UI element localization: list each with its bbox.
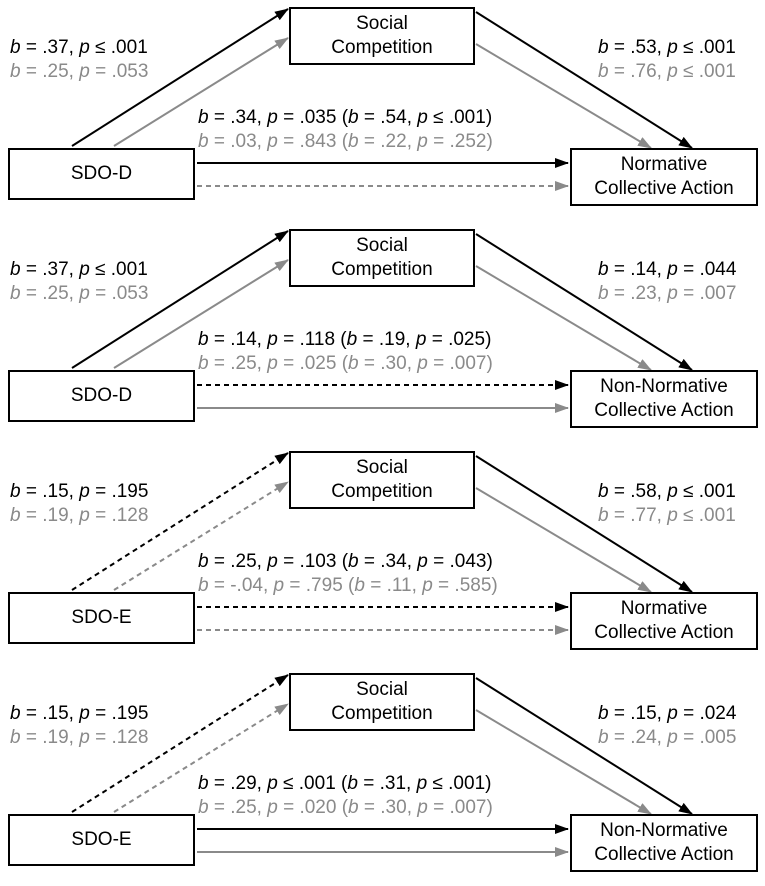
outcome-line-1: Normative (620, 154, 708, 175)
c-path-gray-label: b = .03, p = .843 (b = .22, p = .252) (198, 131, 493, 152)
b-path-black-label: b = .53, p ≤ .001 (598, 37, 736, 58)
b-path-black-arrow (475, 455, 693, 593)
predictor-label: SDO-E (71, 607, 132, 628)
predictor-box: SDO-E (8, 814, 195, 866)
path-arrows (71, 8, 693, 191)
predictor-label: SDO-E (71, 829, 132, 850)
a-path-black-arrow (71, 230, 289, 369)
path-arrows (71, 674, 693, 857)
a-path-gray-arrow (113, 259, 289, 369)
predictor-label: SDO-D (70, 385, 133, 406)
b-path-gray-arrow (475, 709, 652, 815)
c-path-gray-label: b = .25, p = .025 (b = .30, p = .007) (198, 353, 493, 374)
mediator-line-1: Social (356, 13, 408, 34)
outcome-line-1: Non-Normative (600, 820, 728, 841)
a-path-gray-arrow (113, 37, 289, 147)
b-path-gray-label: b = .76, p ≤ .001 (598, 61, 736, 82)
c-path-gray-label: b = .25, p = .020 (b = .30, p = .007) (198, 797, 493, 818)
b-path-gray-arrow (475, 43, 652, 149)
mediator-line-2: Competition (331, 259, 433, 280)
outcome-line-2: Collective Action (594, 400, 734, 421)
mediator-line-1: Social (356, 457, 408, 478)
a-path-black-arrow (71, 674, 289, 813)
outcome-line-1: Normative (620, 598, 708, 619)
predictor-box: SDO-D (8, 148, 195, 200)
outcome-line-2: Collective Action (594, 178, 734, 199)
mediator-line-1: Social (356, 679, 408, 700)
a-path-gray-arrow (113, 481, 289, 591)
b-path-black-label: b = .58, p ≤ .001 (598, 481, 736, 502)
mediator-line-2: Competition (331, 703, 433, 724)
outcome-line-1: Non-Normative (600, 376, 728, 397)
a-path-black-arrow (71, 8, 289, 147)
b-path-black-label: b = .14, p = .044 (598, 259, 737, 280)
b-path-black-arrow (475, 233, 693, 371)
predictor-box: SDO-E (8, 592, 195, 644)
b-path-gray-label: b = .77, p ≤ .001 (598, 505, 736, 526)
a-path-gray-label: b = .19, p = .128 (10, 727, 149, 748)
c-path-black-label: b = .14, p = .118 (b = .19, p = .025) (198, 329, 492, 350)
b-path-gray-arrow (475, 487, 652, 593)
a-path-black-label: b = .37, p ≤ .001 (10, 259, 148, 280)
path-arrows (71, 230, 693, 413)
a-path-gray-label: b = .25, p = .053 (10, 61, 149, 82)
b-path-gray-arrow (475, 265, 652, 371)
outcome-line-2: Collective Action (594, 844, 734, 865)
predictor-label: SDO-D (70, 163, 133, 184)
a-path-gray-label: b = .25, p = .053 (10, 283, 149, 304)
b-path-gray-label: b = .23, p = .007 (598, 283, 737, 304)
predictor-box: SDO-D (8, 370, 195, 422)
a-path-black-label: b = .37, p ≤ .001 (10, 37, 148, 58)
b-path-black-arrow (475, 677, 693, 815)
path-arrows (71, 452, 693, 635)
a-path-gray-label: b = .19, p = .128 (10, 505, 149, 526)
mediator-line-2: Competition (331, 37, 433, 58)
b-path-black-label: b = .15, p = .024 (598, 703, 737, 724)
c-path-black-label: b = .34, p = .035 (b = .54, p ≤ .001) (198, 107, 493, 128)
a-path-black-label: b = .15, p = .195 (10, 703, 149, 724)
a-path-gray-arrow (113, 703, 289, 813)
c-path-black-label: b = .25, p = .103 (b = .34, p = .043) (198, 551, 493, 572)
b-path-black-arrow (475, 11, 693, 149)
mediator-line-1: Social (356, 235, 408, 256)
c-path-black-label: b = .29, p ≤ .001 (b = .31, p ≤ .001) (198, 773, 492, 794)
b-path-gray-label: b = .24, p = .005 (598, 727, 737, 748)
mediator-line-2: Competition (331, 481, 433, 502)
outcome-line-2: Collective Action (594, 622, 734, 643)
a-path-black-label: b = .15, p = .195 (10, 481, 149, 502)
c-path-gray-label: b = -.04, p = .795 (b = .11, p = .585) (198, 575, 498, 596)
a-path-black-arrow (71, 452, 289, 591)
